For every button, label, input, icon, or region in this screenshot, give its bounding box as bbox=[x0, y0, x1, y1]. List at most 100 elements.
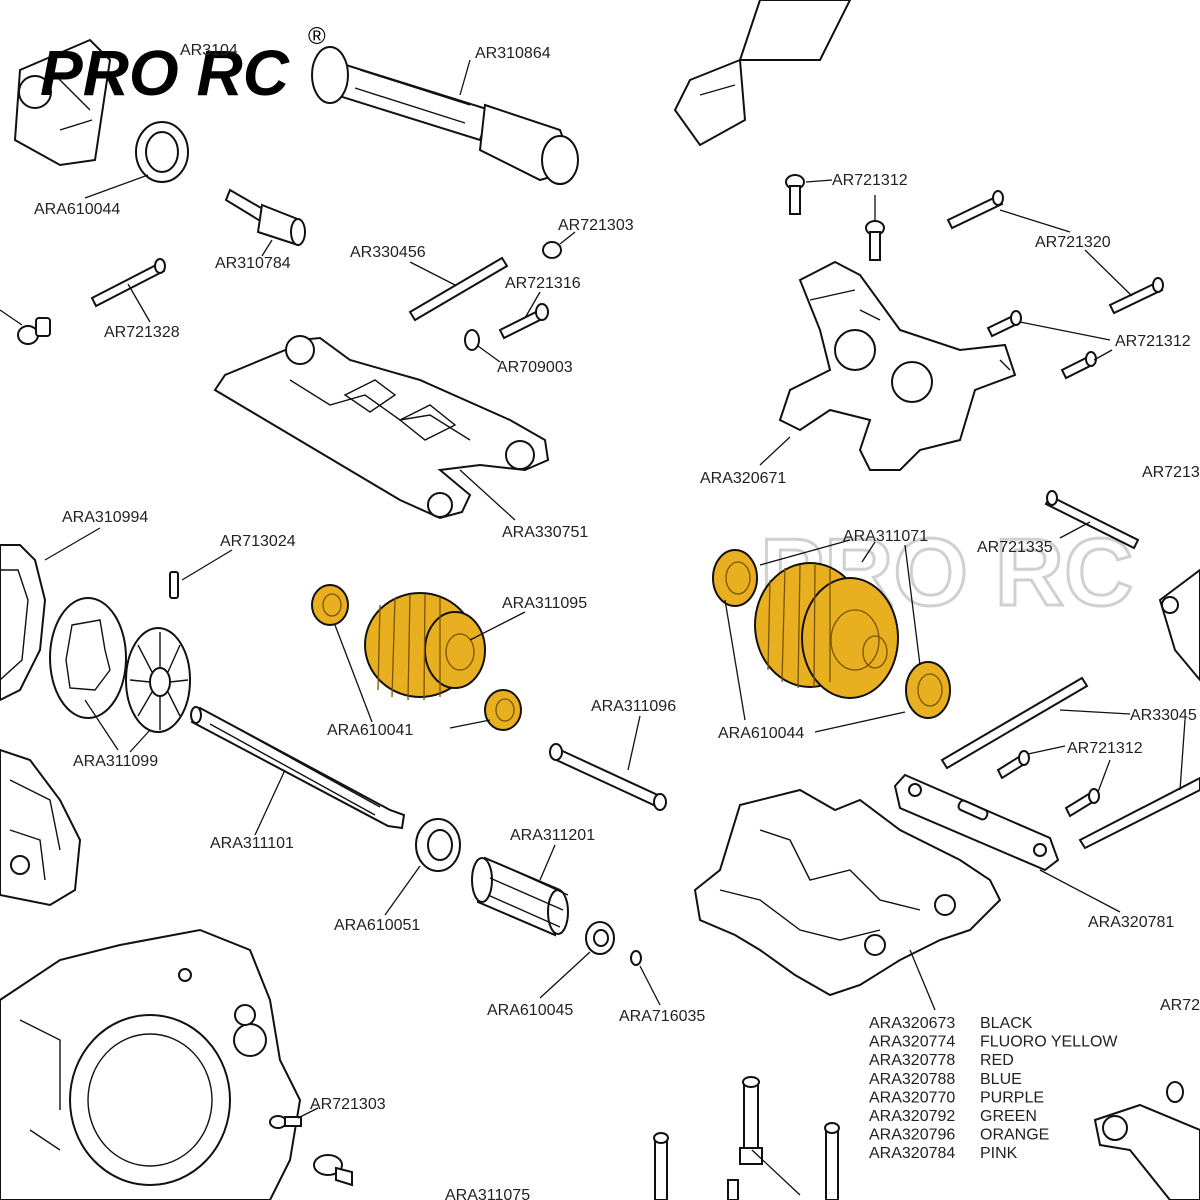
spur-gear-ara310994 bbox=[0, 544, 47, 702]
screw-ar721312-right-1 bbox=[986, 310, 1022, 338]
bearing-ara610041-right-gold bbox=[484, 689, 522, 731]
bulkhead-ara320671 bbox=[778, 260, 1017, 471]
color-table-color-name: FLUORO YELLOW bbox=[980, 1034, 1118, 1051]
label-ara610051: ARA610051 bbox=[334, 917, 420, 934]
color-table-part-number: ARA320788 bbox=[869, 1071, 955, 1088]
part-ara311075-partial bbox=[313, 1154, 353, 1187]
color-table-part-number: ARA320774 bbox=[869, 1034, 955, 1051]
color-table-part-number: ARA320796 bbox=[869, 1127, 955, 1144]
color-table-part-number: ARA320673 bbox=[869, 1015, 955, 1032]
label-ar310784: AR310784 bbox=[215, 255, 291, 272]
arm-bottom-right bbox=[1093, 1081, 1200, 1200]
color-table-color-name: BLACK bbox=[980, 1015, 1033, 1032]
label-ara311201: ARA311201 bbox=[510, 827, 595, 844]
pin-ar33045-upper bbox=[940, 676, 1089, 770]
pinion-shaft-ar310784 bbox=[224, 188, 306, 247]
screw-bottom-4 bbox=[727, 1179, 739, 1200]
label-ar7213: AR7213 bbox=[1142, 464, 1200, 481]
spline-coupler-ara311201 bbox=[471, 856, 569, 937]
screw-ar721312-c2 bbox=[1064, 788, 1100, 818]
idler-gear-ara311095-gold bbox=[364, 592, 486, 701]
screw-ar721312-a bbox=[785, 174, 805, 215]
color-table-part-number: ARA320792 bbox=[869, 1108, 955, 1125]
label-ar721303-bottom: AR721303 bbox=[310, 1096, 386, 1113]
screw-ar721312-b bbox=[865, 220, 885, 261]
color-table-part-number: ARA320784 bbox=[869, 1145, 955, 1162]
ball-stud-left bbox=[17, 317, 51, 345]
center-diff-ara311071-gold bbox=[754, 562, 899, 699]
label-ara320671: ARA320671 bbox=[700, 470, 786, 487]
screw-ar721312-right-2 bbox=[1060, 351, 1097, 380]
label-ar721316: AR721316 bbox=[505, 275, 581, 292]
label-ar310864: AR310864 bbox=[475, 45, 551, 62]
label-ar33045: AR33045 bbox=[1130, 707, 1197, 724]
partial-part-right-edge bbox=[1158, 568, 1200, 682]
label-ara311099: ARA311099 bbox=[73, 753, 158, 770]
screw-ar721316 bbox=[498, 303, 549, 340]
label-ar713024: AR713024 bbox=[220, 533, 296, 550]
color-table-part-number: ARA320778 bbox=[869, 1052, 955, 1069]
bearing-ara610041-left-gold bbox=[311, 584, 349, 626]
gearbox-housing-bottom bbox=[0, 928, 302, 1200]
screw-ar721303-bottom bbox=[269, 1115, 302, 1129]
brand-logo: PRO RC bbox=[40, 37, 290, 109]
screw-bottom-1 bbox=[653, 1132, 669, 1200]
pin-ar721320-upper bbox=[946, 190, 1004, 230]
label-ar721320: AR721320 bbox=[1035, 234, 1111, 251]
color-table-color-name: RED bbox=[980, 1052, 1014, 1069]
label-ar3104: AR3104 bbox=[180, 42, 238, 59]
center-diff-mount-ara320673 bbox=[693, 788, 1002, 997]
label-ar330456: AR330456 bbox=[350, 244, 426, 261]
upright-bracket-top-left bbox=[13, 38, 112, 167]
driveshaft-top-right bbox=[673, 0, 852, 147]
screw-bottom-3 bbox=[824, 1122, 840, 1200]
slipper-hub-ara311099 bbox=[125, 627, 191, 733]
color-table-color-name: BLUE bbox=[980, 1071, 1022, 1088]
nut-ar721303-top bbox=[542, 241, 562, 259]
label-ara610041: ARA610041 bbox=[327, 722, 413, 739]
brace-ara320781 bbox=[893, 773, 1060, 872]
bearing-ara610051 bbox=[415, 818, 461, 872]
label-ara310994: ARA310994 bbox=[62, 509, 148, 526]
pin-ar721328 bbox=[90, 258, 166, 308]
driveshaft-ar310864 bbox=[311, 46, 579, 185]
color-table-color-name: PURPLE bbox=[980, 1089, 1044, 1106]
color-table-color-name: GREEN bbox=[980, 1108, 1037, 1125]
bearing-ara610044-top bbox=[135, 121, 189, 183]
label-ara311071: ARA311071 bbox=[843, 528, 928, 545]
label-ar721312-b: AR721312 bbox=[1115, 333, 1191, 350]
pin-ara311096 bbox=[549, 743, 667, 811]
color-table-color-name: ORANGE bbox=[980, 1127, 1049, 1144]
label-ar721328: AR721328 bbox=[104, 324, 180, 341]
gearbox-housing-left bbox=[0, 748, 82, 907]
label-ara330751: ARA330751 bbox=[502, 524, 588, 541]
pin-ar330456 bbox=[408, 256, 509, 322]
label-ara320781: ARA320781 bbox=[1088, 914, 1174, 931]
label-ar721312-c: AR721312 bbox=[1067, 740, 1143, 757]
pin-ar33045-lower bbox=[1078, 776, 1200, 850]
bearing-ara610044-right-gold bbox=[905, 661, 951, 719]
slipper-plate bbox=[49, 597, 127, 719]
washer-ar709003 bbox=[464, 329, 480, 351]
label-ar721312-a: AR721312 bbox=[832, 172, 908, 189]
pin-ar721320-lower bbox=[1108, 277, 1164, 315]
screw-ar721312-c1 bbox=[996, 750, 1030, 780]
label-ar721303-top: AR721303 bbox=[558, 217, 634, 234]
pin-ar713024 bbox=[169, 571, 179, 599]
bearing-ara610045 bbox=[585, 921, 615, 955]
registered-mark: ® bbox=[308, 23, 326, 50]
label-ar72: AR72 bbox=[1160, 997, 1200, 1014]
color-variant-table: ARA320673 BLACK ARA320774 FLUORO YELLOW ARA3… bbox=[869, 1015, 1118, 1162]
label-ar721335: AR721335 bbox=[977, 539, 1053, 556]
main-shaft-ara311101 bbox=[190, 706, 406, 830]
label-ara610044-top: ARA610044 bbox=[34, 201, 120, 218]
label-ar709003: AR709003 bbox=[497, 359, 573, 376]
label-ara311096: ARA311096 bbox=[591, 698, 676, 715]
label-ara716035: ARA716035 bbox=[619, 1008, 705, 1025]
color-table-color-name: PINK bbox=[980, 1145, 1018, 1162]
screw-bottom-2 bbox=[739, 1076, 763, 1165]
pin-ar721335 bbox=[1044, 490, 1140, 550]
label-ara610044-mid: ARA610044 bbox=[718, 725, 804, 742]
label-ara311095: ARA311095 bbox=[502, 595, 587, 612]
